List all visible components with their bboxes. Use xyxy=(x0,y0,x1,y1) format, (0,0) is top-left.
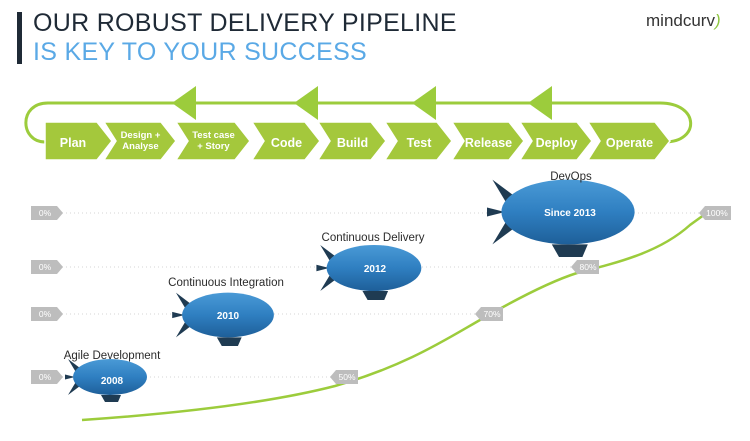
pipeline-step-label: Test xyxy=(407,136,433,150)
blimp-cd xyxy=(316,244,422,300)
pipeline-step-arrow xyxy=(250,121,321,161)
pct-tag-agile-start: 0% xyxy=(31,370,63,384)
growth-curve xyxy=(81,210,709,422)
blimp-year-cd: 2012 xyxy=(364,264,387,275)
pipeline-step-arrow xyxy=(518,121,593,161)
pct-label: 0% xyxy=(39,372,52,382)
pipeline-step-label: Design + xyxy=(121,130,161,141)
blimp-devops xyxy=(487,179,635,257)
pipeline-step-label: Code xyxy=(271,136,302,150)
pipeline-step-label: Deploy xyxy=(536,136,578,150)
pct-label: 100% xyxy=(706,208,728,218)
pct-tag-devops-end: 100% xyxy=(699,206,731,220)
pct-tag-agile-end: 50% xyxy=(330,370,358,384)
pct-tag-devops-start: 0% xyxy=(31,206,63,220)
pipeline-step-arrow xyxy=(102,121,177,161)
pct-label: 0% xyxy=(39,309,52,319)
blimp-year-agile: 2008 xyxy=(101,376,124,387)
pipeline-step-label-line2: Analyse xyxy=(122,141,158,152)
logo-accent: ) xyxy=(714,11,721,30)
blimp-year-devops: Since 2013 xyxy=(544,208,596,219)
pipeline-step-label: Build xyxy=(337,136,368,150)
pipeline-step-arrow xyxy=(44,121,113,161)
pipeline-step-arrow xyxy=(586,121,671,161)
pct-label: 0% xyxy=(39,262,52,272)
logo-text: mindcurv xyxy=(646,11,715,30)
pct-tag-ci-end: 70% xyxy=(475,307,503,321)
pipeline-steps: Plan Design +Analyse Test case+ Story Code B… xyxy=(44,121,671,161)
pipeline-step-label-line2: + Story xyxy=(197,141,230,152)
page-subtitle: IS KEY TO YOUR SUCCESS xyxy=(33,38,368,66)
pct-label: 0% xyxy=(39,208,52,218)
pct-label: 80% xyxy=(579,262,596,272)
pipeline-step-arrow xyxy=(383,121,453,161)
page-title: OUR ROBUST DELIVERY PIPELINE xyxy=(33,9,457,37)
pipeline-step-label: Test case xyxy=(192,130,235,141)
loop-arrow-4 xyxy=(528,86,552,120)
feedback-loop xyxy=(24,101,693,144)
title-accent-bar xyxy=(17,12,22,64)
lane-label-devops: DevOps xyxy=(550,171,592,183)
pipeline-step-label: Release xyxy=(465,136,512,150)
pipeline-step-label: Operate xyxy=(606,136,653,150)
lane-label-agile: Agile Development xyxy=(64,350,161,362)
blimp-ci xyxy=(172,292,274,346)
loop-arrow-1 xyxy=(172,86,196,120)
pipeline-step-arrow xyxy=(316,121,387,161)
blimp-agile xyxy=(65,359,147,402)
pct-tag-ci-start: 0% xyxy=(31,307,63,321)
loop-arrow-2 xyxy=(294,86,318,120)
brand-logo: mindcurv) xyxy=(646,11,721,31)
lane-label-ci: Continuous Integration xyxy=(168,277,284,289)
pct-tag-cd-end: 80% xyxy=(571,260,599,274)
pipeline-step-arrow xyxy=(174,121,251,161)
lane-label-cd: Continuous Delivery xyxy=(322,232,425,244)
pct-label: 70% xyxy=(483,309,500,319)
pipeline-step-label: Plan xyxy=(60,136,86,150)
pct-tag-cd-start: 0% xyxy=(31,260,63,274)
blimp-year-ci: 2010 xyxy=(217,311,240,322)
pipeline-step-arrow xyxy=(450,121,525,161)
loop-arrow-3 xyxy=(412,86,436,120)
pct-label: 50% xyxy=(338,372,355,382)
